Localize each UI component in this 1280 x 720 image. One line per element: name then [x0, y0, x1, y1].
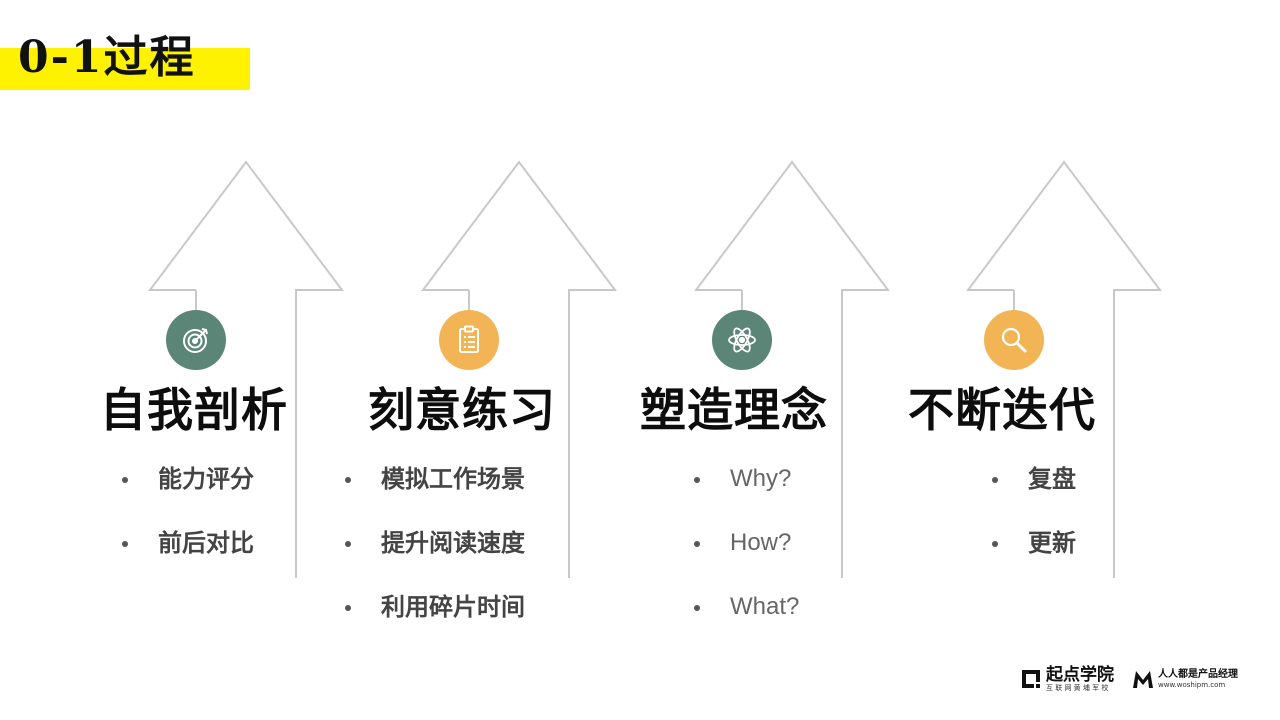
woshipm-mark-icon: [1133, 671, 1153, 688]
list-item: 前后对比: [122, 526, 254, 590]
qidian-logo-name: 起点学院: [1046, 665, 1114, 685]
list-item: Why?: [694, 462, 799, 526]
list-item: 模拟工作场景: [345, 462, 525, 526]
list-item: 提升阅读速度: [345, 526, 525, 590]
arrow-outline-4: [966, 160, 1162, 578]
list-item: 复盘: [992, 462, 1076, 526]
list-item: What?: [694, 590, 799, 654]
title-highlight-bar: [0, 48, 250, 90]
arrow-outline-1: [148, 160, 344, 578]
page-title: 0-1过程: [18, 32, 196, 83]
column-2-icon-circle: [439, 310, 499, 370]
column-4-bullets: 复盘 更新: [992, 462, 1076, 590]
woshipm-logo: 人人都是产品经理 www.woshipm.com: [1132, 668, 1238, 690]
column-1-bullets: 能力评分 前后对比: [122, 462, 254, 590]
list-item: 利用碎片时间: [345, 590, 525, 654]
list-item: 能力评分: [122, 462, 254, 526]
qidian-logo-sub: 互 联 网 黄 埔 军 校: [1046, 684, 1109, 692]
column-1-icon-circle: [166, 310, 226, 370]
atom-icon: [728, 327, 756, 353]
qidian-mark-icon: [1022, 670, 1040, 688]
footer-logos: 起点学院 互 联 网 黄 埔 军 校 人人都是产品经理 www.woshipm.…: [1020, 664, 1238, 694]
qidian-logo: 起点学院 互 联 网 黄 埔 军 校: [1020, 666, 1114, 692]
woshipm-logo-url: www.woshipm.com: [1158, 681, 1226, 689]
clipboard-icon: [459, 325, 479, 353]
list-item: How?: [694, 526, 799, 590]
column-4-icon-circle: [984, 310, 1044, 370]
column-1-heading: 自我剖析: [100, 383, 288, 437]
column-2-bullets: 模拟工作场景 提升阅读速度 利用碎片时间: [345, 462, 525, 654]
arrow-outline-3: [694, 160, 890, 578]
search-icon: [1001, 327, 1027, 353]
column-3-icon-circle: [712, 310, 772, 370]
column-2-heading: 刻意练习: [368, 383, 556, 437]
arrow-outline-2: [421, 160, 617, 578]
column-3-heading: 塑造理念: [640, 383, 828, 437]
woshipm-logo-name: 人人都是产品经理: [1158, 669, 1238, 680]
list-item: 更新: [992, 526, 1076, 590]
target-icon: [183, 328, 208, 353]
column-4-heading: 不断迭代: [908, 383, 1096, 437]
column-3-bullets: Why? How? What?: [694, 462, 799, 654]
